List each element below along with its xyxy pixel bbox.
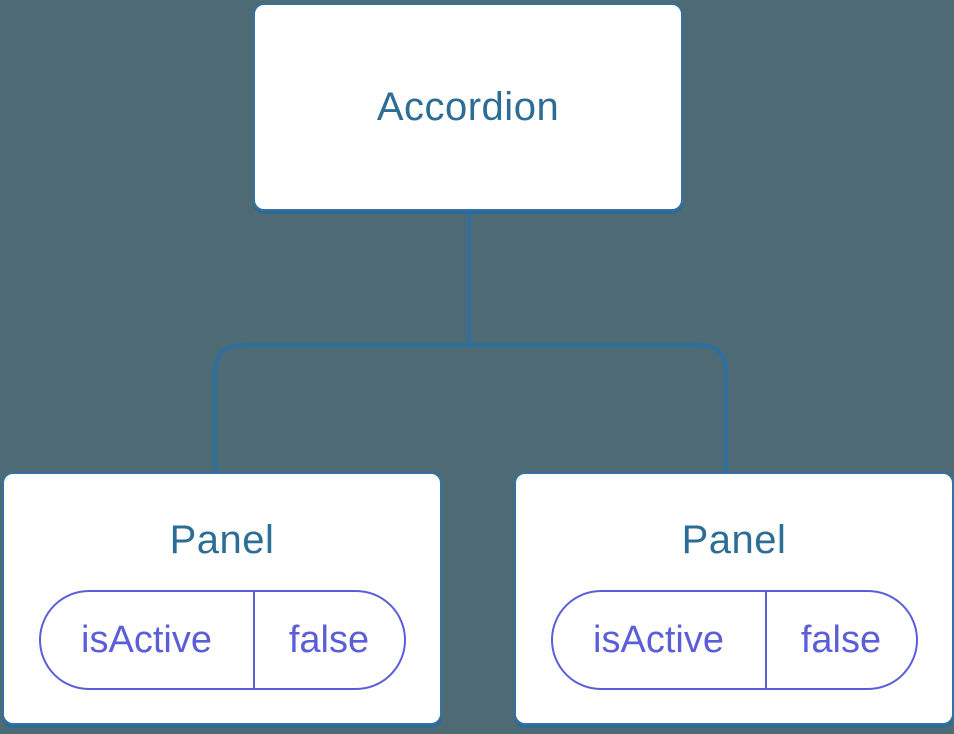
- state-pill: isActive false: [38, 590, 406, 690]
- panel-node-label: Panel: [681, 518, 787, 562]
- state-pill: isActive false: [550, 590, 918, 690]
- connector-branch-bracket: [213, 343, 728, 474]
- tree-node-panel-left: Panel isActive false: [2, 472, 442, 725]
- panel-node-label: Panel: [169, 518, 275, 562]
- state-name: isActive: [553, 592, 767, 688]
- state-value: false: [800, 618, 882, 661]
- tree-node-panel-right: Panel isActive false: [514, 472, 954, 725]
- accordion-node-label: Accordion: [376, 84, 560, 129]
- state-value: false: [288, 618, 370, 661]
- state-name: isActive: [41, 592, 255, 688]
- tree-node-accordion: Accordion: [253, 3, 683, 211]
